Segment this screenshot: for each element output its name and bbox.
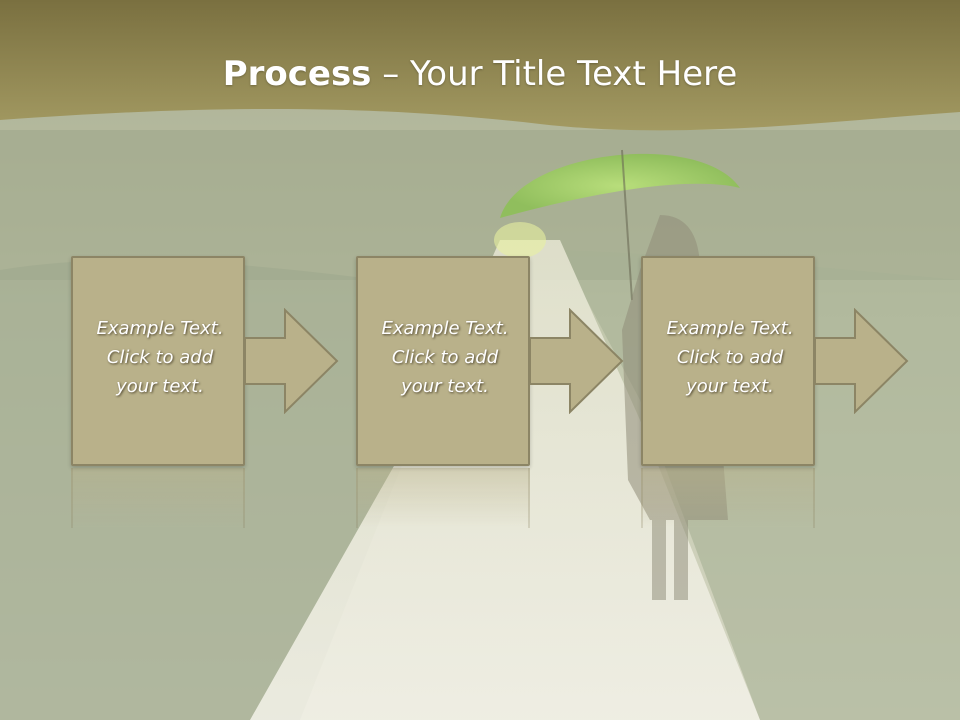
process-step-3: Example Text. Click to add your text. (641, 256, 911, 596)
step-text[interactable]: Example Text. Click to add your text. (81, 314, 239, 401)
step-text-line: Example Text. (666, 318, 794, 339)
step-reflection (71, 468, 245, 528)
title-bold: Process (222, 54, 372, 94)
title-rest: – Your Title Text Here (371, 54, 738, 94)
step-text-line: Click to add (106, 347, 214, 368)
step-box[interactable]: Example Text. Click to add your text. (641, 256, 815, 466)
step-text-line: your text. (116, 376, 204, 397)
step-reflection (356, 468, 530, 528)
step-text-line: Example Text. (96, 318, 224, 339)
slide-title[interactable]: Process – Your Title Text Here (0, 52, 960, 96)
step-reflection (641, 468, 815, 528)
step-box[interactable]: Example Text. Click to add your text. (356, 256, 530, 466)
step-box[interactable]: Example Text. Click to add your text. (71, 256, 245, 466)
step-text-line: Click to add (676, 347, 784, 368)
step-text[interactable]: Example Text. Click to add your text. (651, 314, 809, 401)
right-arrow-icon (244, 308, 339, 414)
right-arrow-icon (529, 308, 624, 414)
step-text[interactable]: Example Text. Click to add your text. (366, 314, 524, 401)
step-text-line: Click to add (391, 347, 499, 368)
right-arrow-icon (814, 308, 909, 414)
process-step-1: Example Text. Click to add your text. (71, 256, 341, 596)
step-text-line: your text. (401, 376, 489, 397)
process-step-2: Example Text. Click to add your text. (356, 256, 626, 596)
step-text-line: Example Text. (381, 318, 509, 339)
step-text-line: your text. (686, 376, 774, 397)
